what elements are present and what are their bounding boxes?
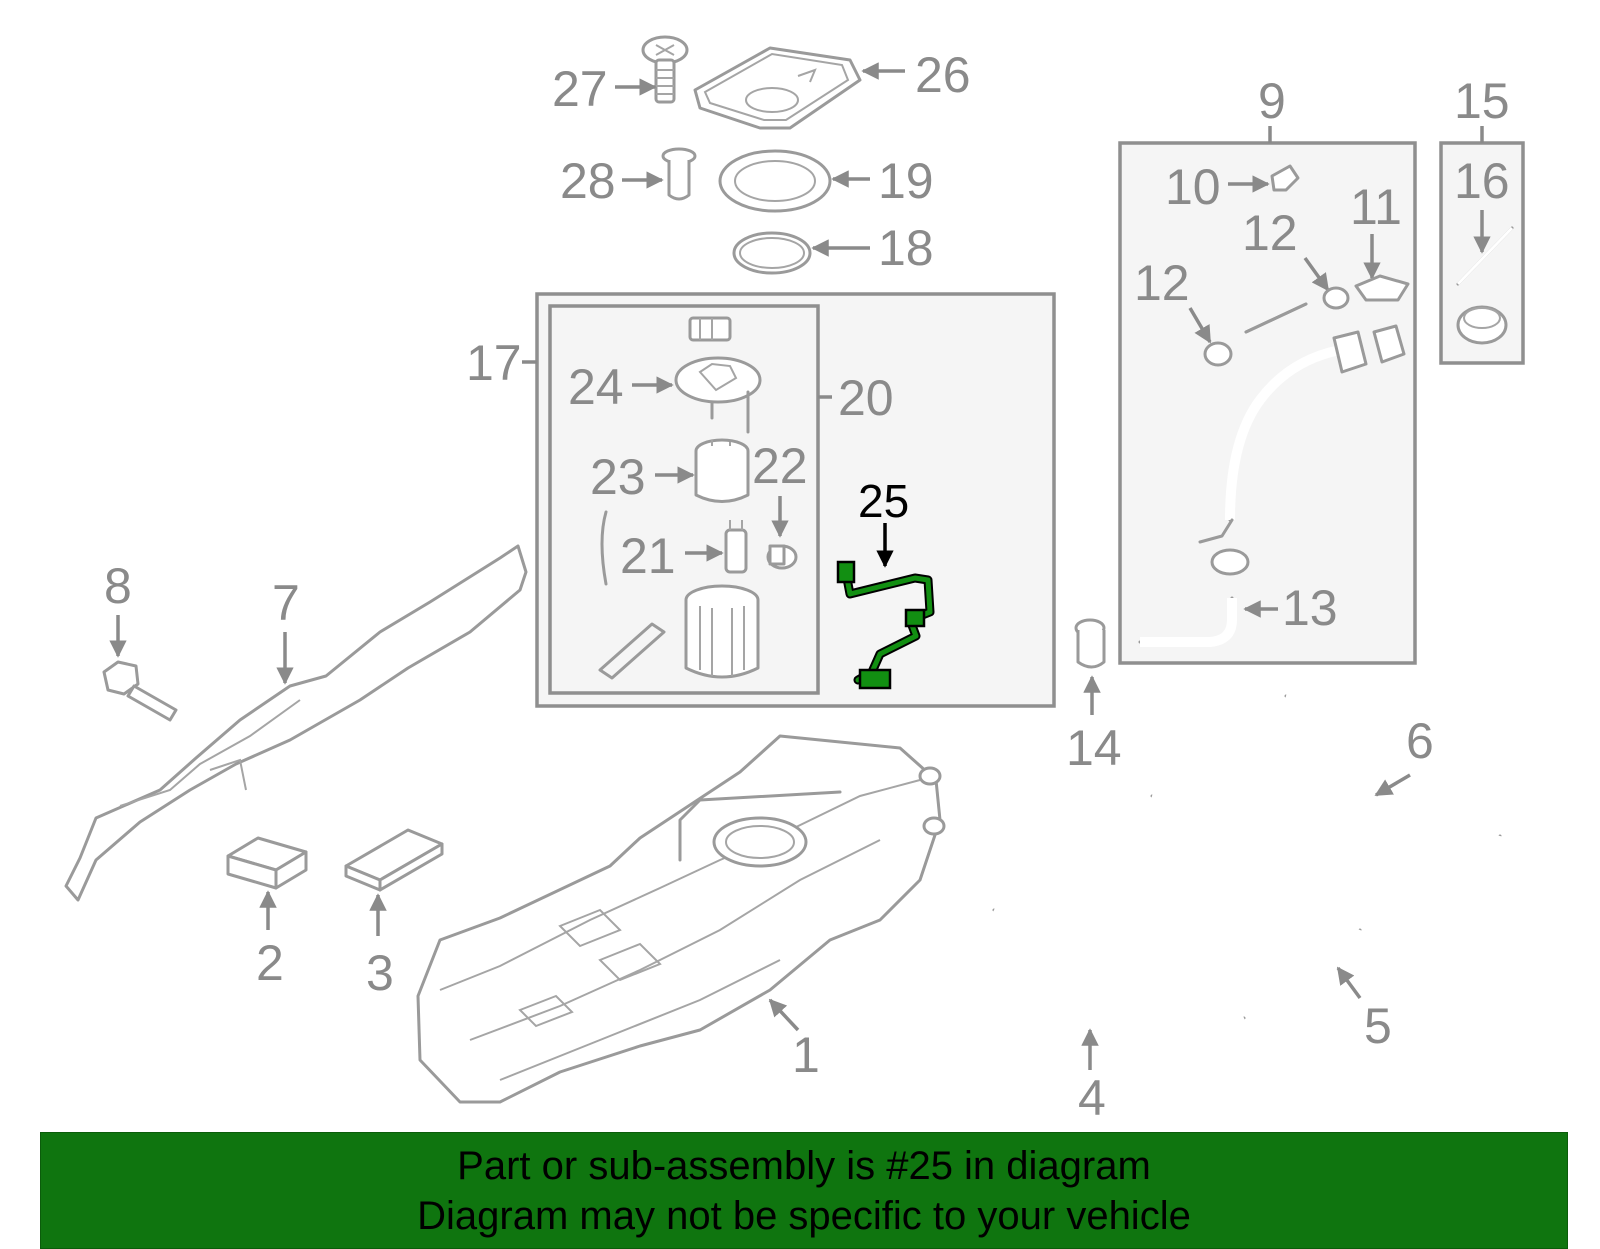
callout-12a: 12 — [1134, 255, 1190, 311]
banner-line-2: Diagram may not be specific to your vehi… — [417, 1194, 1191, 1238]
gasket — [732, 231, 812, 275]
pad-2 — [226, 836, 308, 890]
callout-17: 17 — [466, 335, 522, 391]
tank-strap-5 — [1150, 793, 1363, 962]
callout-18: 18 — [878, 220, 934, 276]
reservoir-cup — [598, 584, 760, 680]
callout-24: 24 — [568, 359, 624, 415]
pad-3 — [344, 828, 444, 892]
filler-neck-box — [1118, 141, 1417, 665]
callout-10: 10 — [1165, 159, 1221, 215]
fuel-cap — [1456, 305, 1508, 345]
callout-25: 25 — [858, 475, 909, 527]
callout-22: 22 — [752, 438, 808, 494]
clamp-12b — [1322, 286, 1350, 310]
callout-27: 27 — [552, 61, 608, 117]
callout-2: 2 — [256, 935, 284, 991]
connector — [688, 316, 732, 342]
banner-line-1: Part or sub-assembly is #25 in diagram — [457, 1144, 1151, 1188]
clamp-13 — [1210, 548, 1250, 576]
callout-28: 28 — [560, 153, 616, 209]
fuel-pump-wiring-harness — [836, 560, 935, 690]
fuel-pump — [600, 510, 748, 586]
fuel-filter — [694, 438, 750, 503]
bolt — [102, 660, 178, 722]
callout-5: 5 — [1364, 998, 1392, 1054]
bracket-11 — [1354, 274, 1410, 302]
callout-20: 20 — [838, 370, 894, 426]
callout-14: 14 — [1066, 720, 1122, 776]
tank-strap-6 — [1284, 693, 1503, 868]
callout-13: 13 — [1282, 580, 1338, 636]
callout-12b: 12 — [1242, 205, 1298, 261]
callout-21: 21 — [620, 528, 676, 584]
cover-screw — [641, 35, 689, 104]
callout-15: 15 — [1454, 73, 1510, 129]
callout-1: 1 — [792, 1027, 820, 1083]
heat-shield — [64, 544, 528, 902]
callout-19: 19 — [878, 153, 934, 209]
fuel-tank — [416, 734, 946, 1104]
plug — [661, 147, 697, 201]
callout-6: 6 — [1406, 713, 1434, 769]
pressure-regulator — [766, 544, 798, 570]
filler-neck — [1198, 324, 1406, 544]
callout-7: 7 — [272, 575, 300, 631]
filler-hose — [1138, 596, 1237, 647]
callout-4: 4 — [1078, 1070, 1106, 1126]
callout-11: 11 — [1350, 179, 1402, 235]
callout-9: 9 — [1258, 73, 1286, 129]
pump-flange — [674, 356, 762, 434]
lock-ring — [718, 149, 832, 213]
tank-strap-4 — [992, 907, 1246, 1040]
check-valve — [1074, 618, 1106, 669]
clamp-12a — [1203, 341, 1233, 367]
bracket-10 — [1270, 164, 1300, 192]
callout-26: 26 — [915, 47, 971, 103]
fuel-pump-cover — [693, 46, 862, 130]
part-info-banner: Part or sub-assembly is #25 in diagram D… — [40, 1132, 1568, 1249]
callout-3: 3 — [366, 945, 394, 1001]
callout-8: 8 — [104, 558, 132, 614]
callout-16: 16 — [1454, 153, 1510, 209]
callout-23: 23 — [590, 449, 646, 505]
